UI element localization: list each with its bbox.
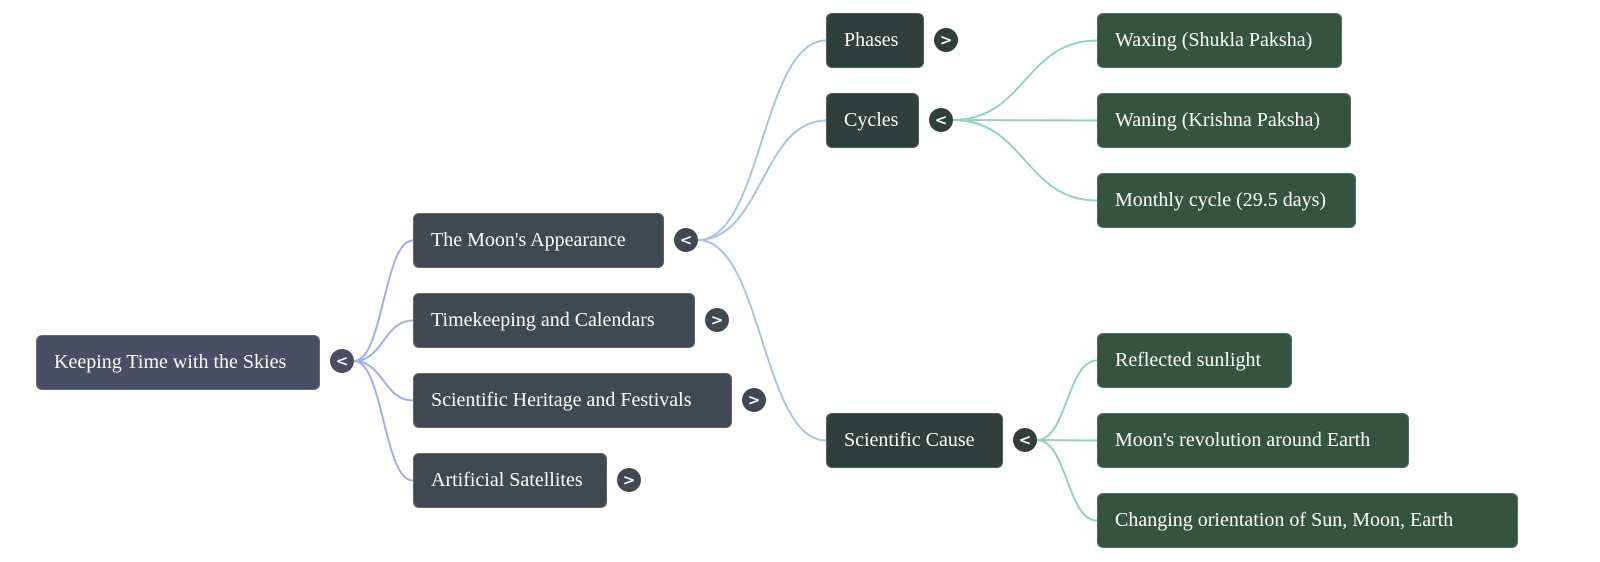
node-label: Monthly cycle (29.5 days) — [1115, 189, 1327, 211]
scientific-cause-collapse-toggle[interactable]: < — [1013, 428, 1037, 452]
connector-cycles-to-monthly-cycle — [952, 119, 1098, 202]
node-label: Scientific Heritage and Festivals — [431, 389, 692, 411]
node-moons-appearance[interactable]: The Moon's Appearance — [413, 213, 664, 268]
timekeeping-expand-toggle[interactable]: > — [705, 308, 729, 332]
connector-moon-to-cycles — [697, 119, 827, 241]
connector-cause-to-changing-orientation — [1036, 439, 1098, 522]
node-timekeeping-calendars[interactable]: Timekeeping and Calendars — [413, 293, 695, 348]
connector-cause-to-moons-revolution — [1036, 439, 1098, 442]
node-cycles[interactable]: Cycles — [826, 93, 919, 148]
root-node-label: Keeping Time with the Skies — [54, 351, 287, 373]
node-label: Reflected sunlight — [1115, 349, 1262, 371]
artificial-satellites-expand-toggle[interactable]: > — [617, 468, 641, 492]
node-scientific-heritage-festivals[interactable]: Scientific Heritage and Festivals — [413, 373, 732, 428]
root-node[interactable]: Keeping Time with the Skies — [36, 335, 320, 390]
moons-appearance-collapse-toggle[interactable]: < — [674, 228, 698, 252]
connector-cycles-to-waxing — [952, 39, 1098, 121]
node-label: Moon's revolution around Earth — [1115, 429, 1371, 451]
node-label: Changing orientation of Sun, Moon, Earth — [1115, 509, 1454, 531]
node-waning[interactable]: Waning (Krishna Paksha) — [1097, 93, 1351, 148]
node-waxing[interactable]: Waxing (Shukla Paksha) — [1097, 13, 1342, 68]
connector-root-to-scientific-heritage-festivals — [353, 360, 414, 402]
connector-root-to-moons-appearance — [353, 239, 414, 362]
node-label: The Moon's Appearance — [431, 229, 626, 251]
node-label: Waxing (Shukla Paksha) — [1115, 29, 1313, 51]
connector-root-to-artificial-satellites — [353, 360, 414, 482]
connector-cycles-to-waning — [952, 119, 1098, 122]
scientific-heritage-expand-toggle[interactable]: > — [742, 388, 766, 412]
node-scientific-cause[interactable]: Scientific Cause — [826, 413, 1003, 468]
node-label: Cycles — [844, 109, 899, 131]
node-artificial-satellites[interactable]: Artificial Satellites — [413, 453, 607, 508]
connector-moon-to-scientific-cause — [697, 239, 827, 442]
node-label: Waning (Krishna Paksha) — [1115, 109, 1321, 131]
connector-root-to-timekeeping-calendars — [353, 319, 414, 362]
node-label: Phases — [844, 29, 899, 51]
node-moons-revolution[interactable]: Moon's revolution around Earth — [1097, 413, 1409, 468]
node-label: Timekeeping and Calendars — [431, 309, 655, 331]
phases-expand-toggle[interactable]: > — [934, 28, 958, 52]
root-collapse-toggle[interactable]: < — [330, 349, 354, 373]
cycles-collapse-toggle[interactable]: < — [929, 108, 953, 132]
connector-moon-to-phases — [697, 39, 827, 241]
node-reflected-sunlight[interactable]: Reflected sunlight — [1097, 333, 1292, 388]
node-label: Scientific Cause — [844, 429, 975, 451]
node-monthly-cycle[interactable]: Monthly cycle (29.5 days) — [1097, 173, 1356, 228]
connector-cause-to-reflected-sunlight — [1036, 359, 1098, 441]
node-phases[interactable]: Phases — [826, 13, 924, 68]
node-changing-orientation[interactable]: Changing orientation of Sun, Moon, Earth — [1097, 493, 1518, 548]
node-label: Artificial Satellites — [431, 469, 583, 491]
